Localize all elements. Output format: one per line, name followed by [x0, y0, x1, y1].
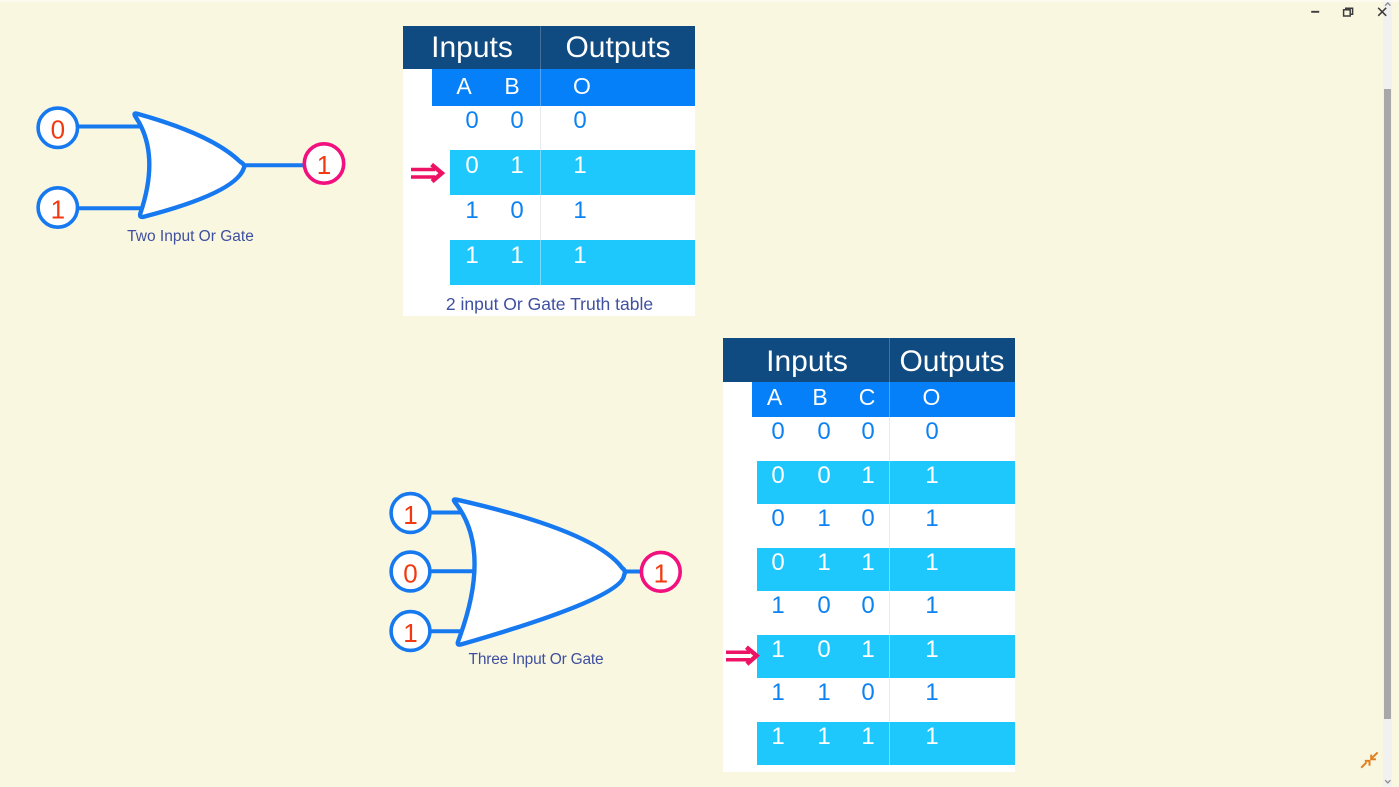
svg-text:1: 1 [403, 618, 417, 648]
svg-text:0: 0 [51, 115, 65, 145]
svg-text:1: 1 [403, 500, 417, 530]
svg-text:1: 1 [317, 150, 331, 180]
svg-text:1: 1 [654, 559, 668, 589]
svg-text:0: 0 [403, 558, 417, 588]
svg-text:1: 1 [51, 194, 65, 224]
